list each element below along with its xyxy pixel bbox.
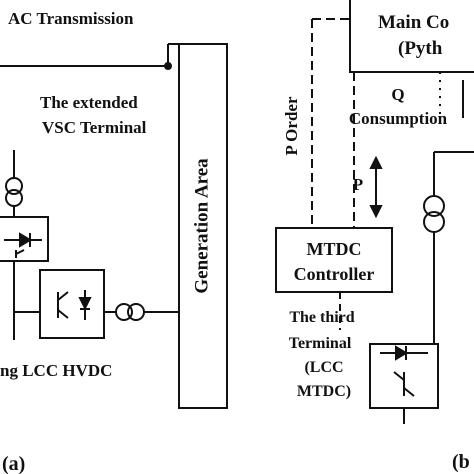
lcc-transformer-coil-left [115, 303, 133, 321]
generation-area-box [178, 43, 228, 409]
panel-a [0, 43, 228, 409]
vsc-converter-box [0, 216, 49, 262]
main-controller-line2: (Pyth [398, 38, 443, 59]
q-label-line2: Consumption [349, 109, 448, 128]
p-arrow-up-head [369, 155, 383, 169]
vsc-label-line1: The extended [40, 93, 138, 112]
vsc-label-line2: VSC Terminal [42, 118, 147, 137]
panel-b [275, 0, 474, 424]
panel-a-label: (a) [2, 453, 25, 474]
third-terminal-line3: (LCC [304, 359, 343, 376]
third-terminal-line2: Terminal [289, 335, 352, 352]
third-terminal-line1: The third [289, 309, 354, 326]
lcc-valve-icon [57, 290, 92, 320]
lcc-converter-box [39, 269, 105, 339]
vsc-transformer-coil-top [5, 177, 23, 195]
panel-b-label: (b [452, 451, 470, 473]
q-label-line1: Q [391, 85, 404, 104]
p-order-label: P Order [282, 96, 301, 155]
vsc-transformer-coil-bottom [5, 189, 23, 207]
generation-area-label: Generation Area [191, 158, 212, 294]
third-terminal-line4: MTDC) [297, 383, 351, 400]
mtdc-transformer-coil-top [423, 195, 445, 217]
third-terminal-valve-icon [380, 345, 428, 397]
mtdc-controller-line2: Controller [294, 264, 375, 284]
p-arrow-down-head [369, 205, 383, 219]
mtdc-controller-line1: MTDC [307, 239, 362, 259]
lcc-hvdc-label: ng LCC HVDC [0, 361, 112, 380]
mtdc-controller-box [275, 227, 393, 293]
vsc-valve-icon [4, 232, 42, 258]
lcc-transformer-coil-right [127, 303, 145, 321]
main-controller-box [349, 0, 474, 73]
p-label: P [353, 175, 363, 194]
main-controller-line1: Main Co [378, 12, 449, 33]
ac-transmission-title: AC Transmission [8, 9, 134, 28]
